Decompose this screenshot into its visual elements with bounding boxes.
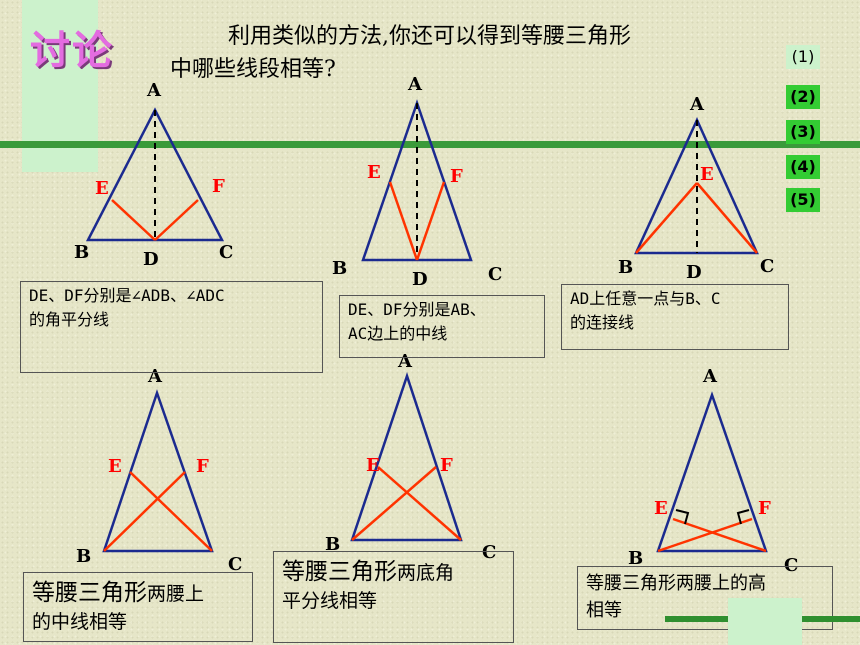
bottom-green-block — [728, 598, 802, 645]
caption-3-line-1: AD上任意一点与B、C — [570, 289, 721, 308]
question-line-1: 利用类似的方法,你还可以得到等腰三角形 — [228, 24, 631, 49]
question-text: 利用类似的方法,你还可以得到等腰三角形 中哪些线段相等? — [170, 20, 631, 86]
label-f-1: F — [212, 176, 225, 197]
label-f-2: F — [450, 166, 463, 187]
caption-2: DE、DF分别是AB、 AC边上的中线 — [339, 295, 545, 358]
caption-5: 等腰三角形两底角 平分线相等 — [273, 551, 514, 643]
altitude-cf-6 — [672, 517, 767, 553]
segment-be-4 — [103, 471, 186, 552]
caption-2-line-1: DE、DF分别是AB、 — [348, 300, 486, 319]
caption-4-line-1: 等腰三角形两腰上 — [32, 579, 244, 608]
label-a-6: A — [702, 366, 718, 387]
caption-5-line-1: 等腰三角形两底角 — [282, 558, 505, 587]
label-c-5: C — [482, 542, 496, 563]
tag-3[interactable]: (3) — [786, 120, 820, 144]
caption-4-line-1-small: 两腰上 — [147, 583, 205, 605]
caption-6: 等腰三角形两腰上的高 相等 — [577, 566, 833, 630]
figure-1: A B C D E F — [74, 80, 233, 270]
label-a-5: A — [397, 351, 413, 372]
figure-4: A B C E F — [76, 366, 242, 575]
segment-ce-3 — [696, 182, 758, 254]
right-angle-mark-f — [736, 509, 750, 525]
label-d-2: D — [412, 269, 428, 290]
caption-5-line-2: 平分线相等 — [282, 590, 378, 612]
figure-2: A B C D E F — [332, 74, 502, 290]
altitude-be-6 — [657, 517, 753, 553]
segment-de-2 — [388, 181, 419, 261]
tag-5[interactable]: (5) — [786, 188, 820, 212]
figure-5: A B C E F — [325, 351, 496, 563]
segment-df-2 — [415, 181, 446, 261]
right-angle-mark-e — [675, 509, 690, 525]
segment-bf-5 — [351, 466, 437, 541]
label-a-2: A — [407, 74, 423, 95]
caption-3: AD上任意一点与B、C 的连接线 — [561, 284, 789, 350]
caption-1-line-1: DE、DF分别是∠ADB、∠ADC — [29, 286, 225, 305]
caption-4-line-1-big: 等腰三角形 — [32, 580, 147, 606]
caption-1-line-2: 的角平分线 — [29, 310, 110, 329]
tag-2[interactable]: (2) — [786, 85, 820, 109]
caption-4-line-2: 的中线相等 — [32, 611, 128, 633]
label-b-1: B — [74, 242, 89, 263]
caption-2-line-2: AC边上的中线 — [348, 324, 448, 343]
label-c-1: C — [219, 242, 233, 263]
label-a-4: A — [147, 366, 163, 387]
label-f-4: F — [196, 456, 209, 477]
label-e-4: E — [108, 456, 122, 477]
label-f-5: F — [440, 455, 453, 476]
label-a-3: A — [689, 94, 705, 115]
label-b-3: B — [618, 257, 633, 278]
caption-5-line-1-small: 两底角 — [397, 562, 455, 584]
segment-ce-5 — [377, 466, 462, 541]
label-f-6: F — [758, 498, 771, 519]
triangle-5 — [350, 372, 463, 542]
label-c-3: C — [760, 256, 774, 277]
label-b-2: B — [332, 258, 347, 279]
label-e-1: E — [95, 178, 109, 199]
question-line-2: 中哪些线段相等? — [170, 57, 336, 82]
label-c-4: C — [228, 554, 242, 575]
figure-6: A B C E F — [628, 366, 798, 576]
label-a-1: A — [146, 80, 162, 101]
caption-4: 等腰三角形两腰上 的中线相等 — [23, 572, 253, 642]
label-e-2: E — [367, 162, 381, 183]
caption-6-line-2: 相等 — [586, 600, 622, 621]
label-d-3: D — [686, 262, 702, 283]
segment-be-3 — [635, 182, 698, 254]
caption-6-line-1: 等腰三角形两腰上的高 — [586, 573, 766, 594]
label-b-5: B — [325, 534, 340, 555]
segment-df-1 — [154, 199, 199, 241]
tag-1[interactable]: (1) — [786, 45, 820, 69]
caption-1: DE、DF分别是∠ADB、∠ADC 的角平分线 — [20, 281, 323, 373]
figure-3: A B C D E — [618, 94, 774, 283]
label-c-6: C — [784, 555, 798, 576]
label-e-6: E — [654, 498, 668, 519]
label-e-5: E — [366, 455, 380, 476]
label-e-3: E — [700, 164, 714, 185]
label-b-4: B — [76, 546, 91, 567]
tag-4[interactable]: (4) — [786, 155, 820, 179]
caption-3-line-2: 的连接线 — [570, 313, 635, 332]
triangle-6 — [656, 391, 768, 553]
segment-de-1 — [111, 199, 156, 241]
caption-5-line-1-big: 等腰三角形 — [282, 559, 397, 585]
label-c-2: C — [488, 264, 502, 285]
page-title: 讨论 — [30, 28, 114, 74]
label-d-1: D — [143, 249, 159, 270]
segment-cf-4 — [129, 471, 213, 552]
label-b-6: B — [628, 548, 643, 569]
